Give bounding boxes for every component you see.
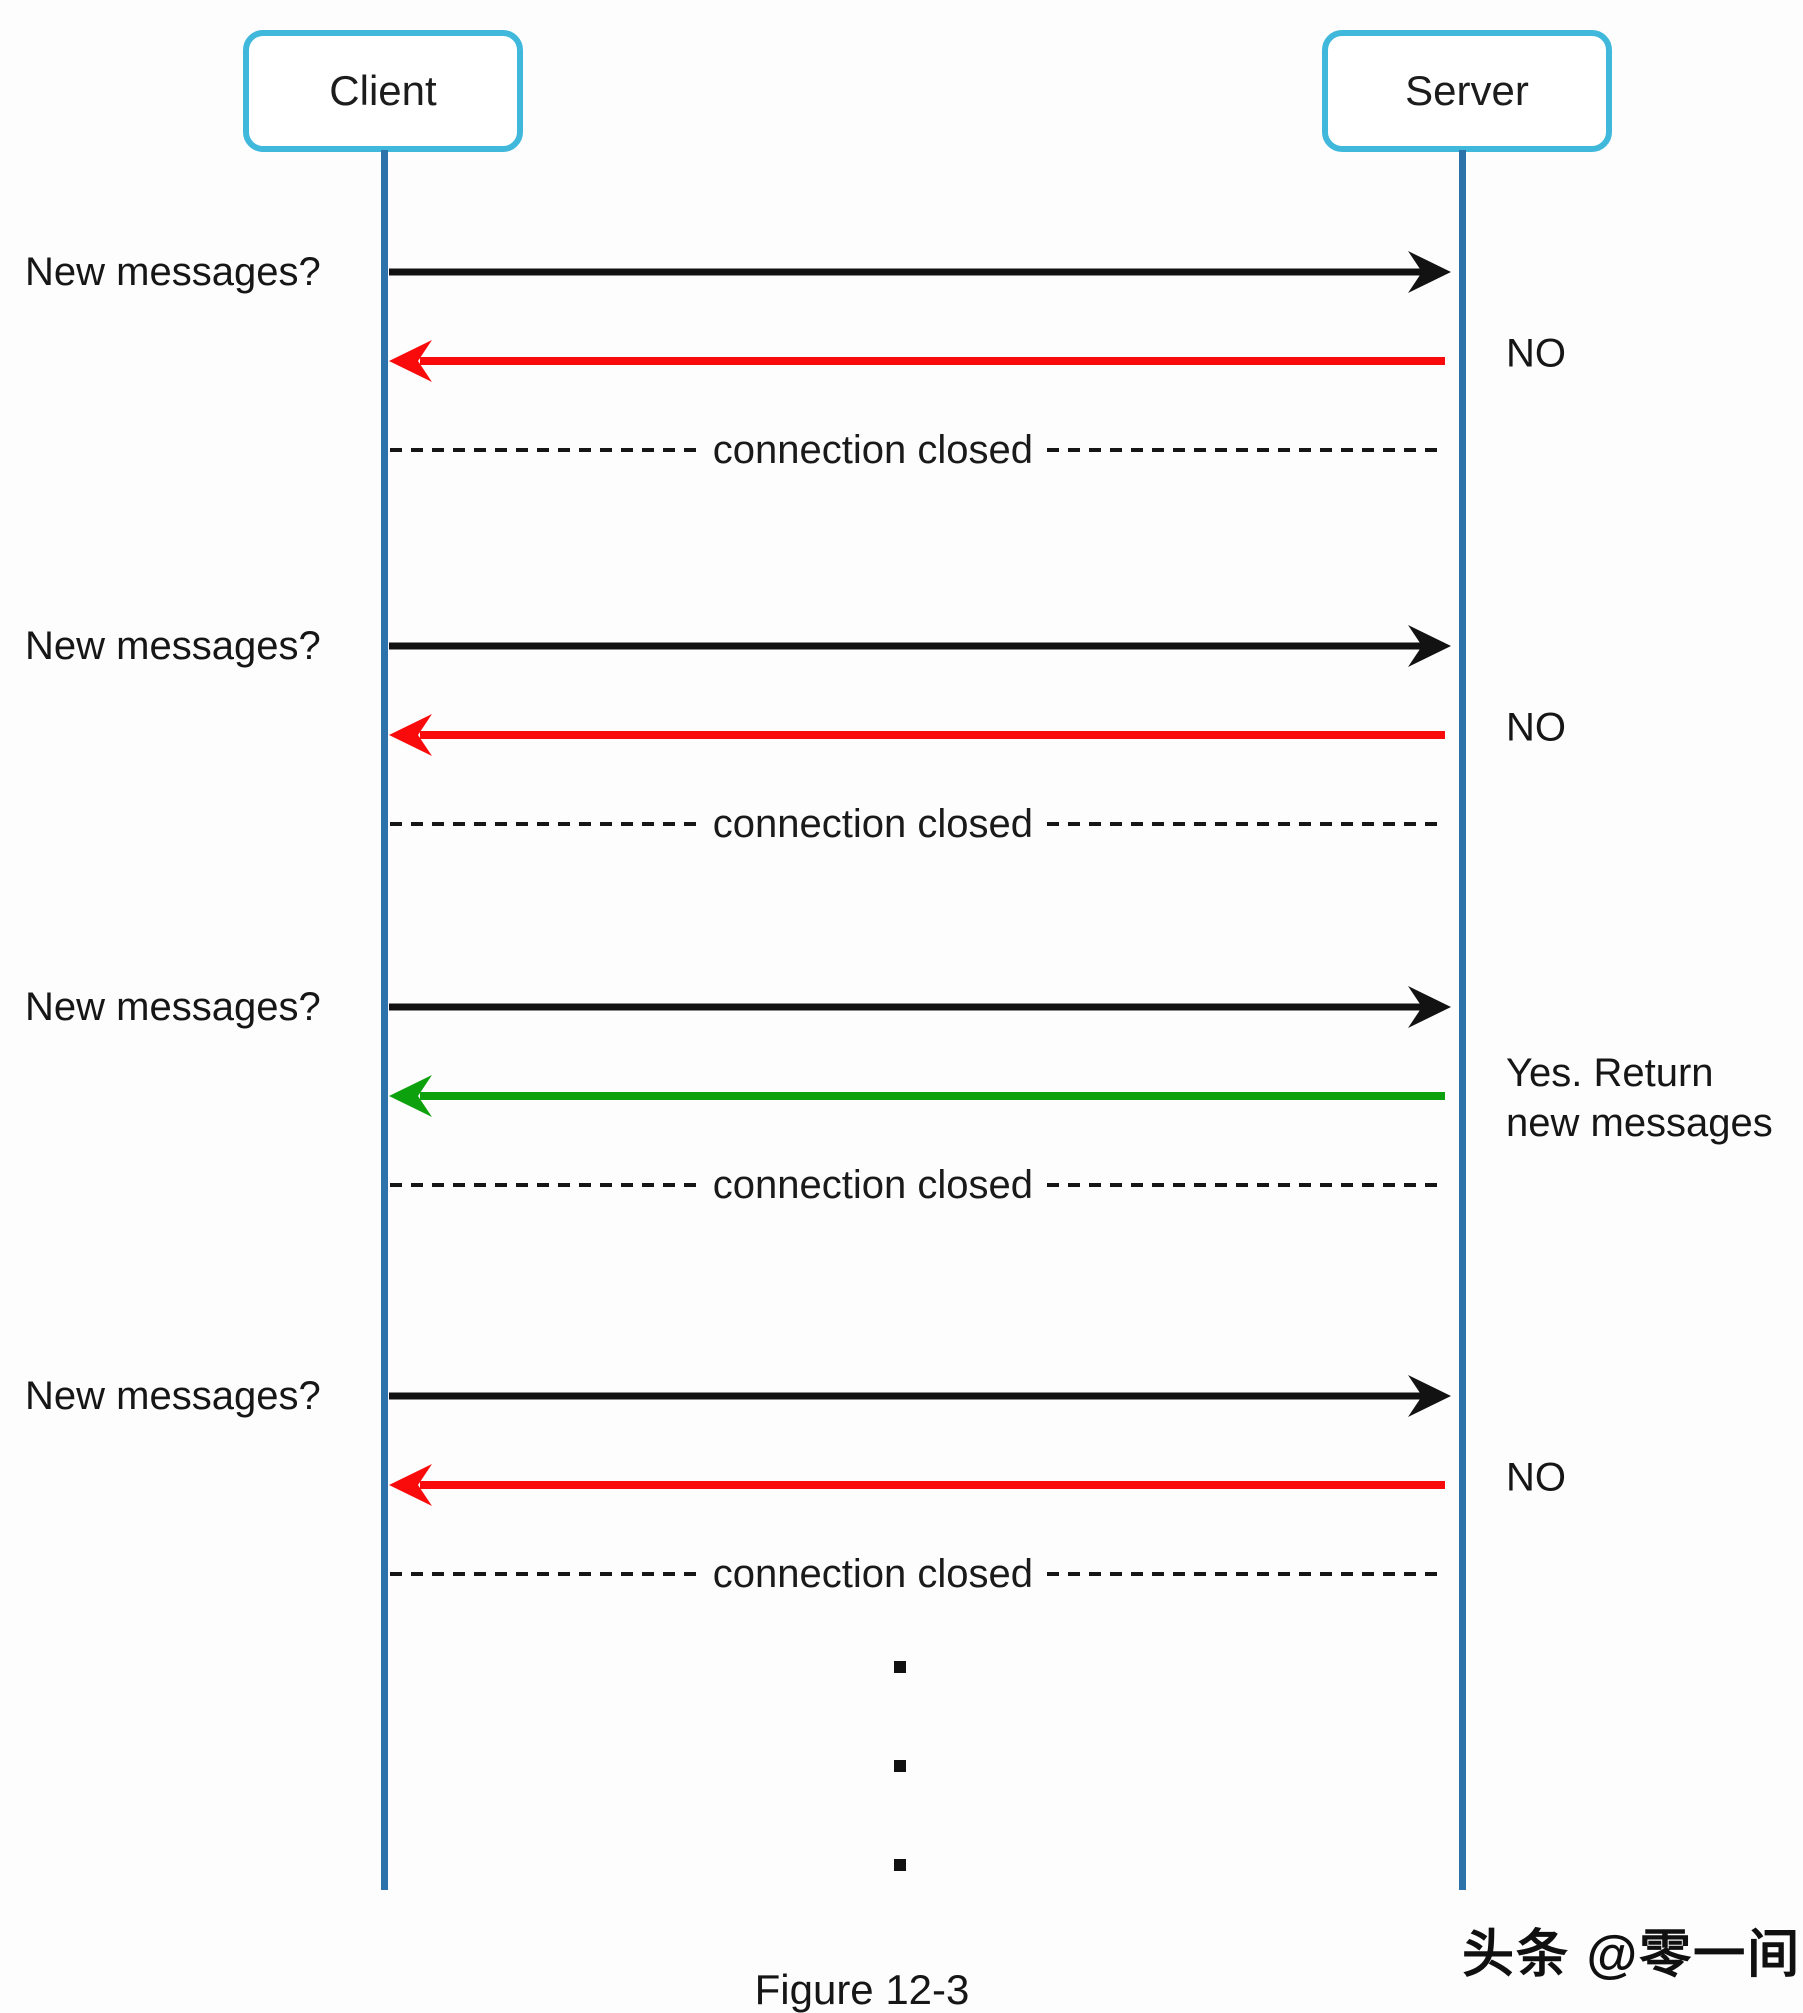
connection-closed-note: connection closed: [390, 1552, 1440, 1596]
dashed-line-right: [1047, 448, 1440, 452]
dashed-line-right: [1047, 1183, 1440, 1187]
request-label: New messages?: [25, 624, 321, 668]
watermark: 头条 @零一间: [1462, 1926, 1802, 1984]
response-label-no: NO: [1506, 705, 1566, 750]
actor-label-client: Client: [329, 67, 437, 114]
response-arrow-no: [389, 1464, 1445, 1506]
note-text: connection closed: [712, 1551, 1033, 1596]
dashed-line-left: [390, 448, 699, 452]
actor-label-server: Server: [1405, 67, 1529, 114]
request-label: New messages?: [25, 1374, 321, 1418]
response-label-no: NO: [1506, 1455, 1566, 1500]
request-label: New messages?: [25, 985, 321, 1029]
dashed-line-left: [390, 1183, 699, 1187]
request-arrow: [389, 1375, 1451, 1417]
request-label: New messages?: [25, 250, 321, 294]
note-text: connection closed: [712, 801, 1033, 846]
request-arrow: [389, 625, 1451, 667]
response-label-yes-line1: Yes. Return: [1506, 1051, 1714, 1095]
lifeline-client: [381, 150, 388, 1890]
continuation-dot: [894, 1859, 906, 1871]
actor-box-server: Server: [1322, 30, 1612, 152]
connection-closed-note: connection closed: [390, 1163, 1440, 1207]
continuation-dot: [894, 1760, 906, 1772]
response-label-yes: Yes. Return new messages: [1506, 1048, 1773, 1148]
figure-caption: Figure 12-3: [754, 1966, 970, 2013]
request-arrow: [389, 986, 1451, 1028]
request-arrow: [389, 251, 1451, 293]
actor-box-client: Client: [243, 30, 523, 152]
response-label-no: NO: [1506, 331, 1566, 376]
dashed-line-right: [1047, 822, 1440, 826]
connection-closed-note: connection closed: [390, 802, 1440, 846]
note-text: connection closed: [712, 1162, 1033, 1207]
response-label-yes-line2: new messages: [1506, 1101, 1773, 1145]
dashed-line-right: [1047, 1572, 1440, 1576]
response-arrow-no: [389, 340, 1445, 382]
lifeline-server: [1459, 150, 1466, 1890]
response-arrow-no: [389, 714, 1445, 756]
dashed-line-left: [390, 822, 699, 826]
response-arrow-yes: [389, 1075, 1445, 1117]
continuation-dot: [894, 1661, 906, 1673]
note-text: connection closed: [712, 427, 1033, 472]
dashed-line-left: [390, 1572, 699, 1576]
connection-closed-note: connection closed: [390, 428, 1440, 472]
